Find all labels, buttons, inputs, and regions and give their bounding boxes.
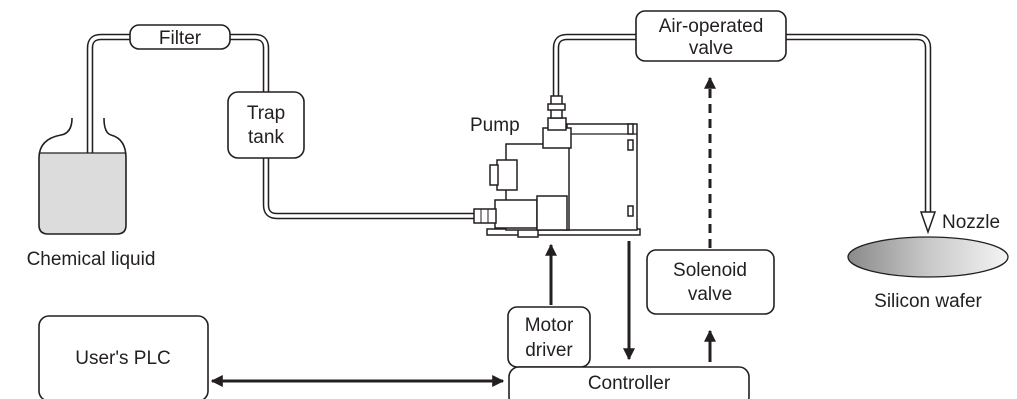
trap-tank-label-line2: tank [248,127,284,148]
trap-tank-box: Trap tank [227,91,305,159]
solenoid-label-line2: valve [688,284,732,305]
motor-driver-label-line1: Motor [525,315,574,336]
pump: Pump [470,95,641,238]
air-valve-label-line2: valve [689,38,733,59]
solenoid-label-line1: Solenoid [673,260,747,281]
pipe-filter-to-trap [230,33,270,92]
motor-driver-label-line2: driver [525,340,573,361]
nozzle: Nozzle [919,211,1000,235]
filter-label: Filter [159,28,202,49]
pipe-liquid-to-filter [86,33,130,222]
air-operated-valve-box: Air-operated valve [635,10,787,62]
pipe-air-valve-to-nozzle [786,33,932,212]
controller-label: Controller [588,373,671,394]
chemical-liquid-label: Chemical liquid [27,249,156,270]
motor-driver-box: Motor driver [507,306,591,368]
air-valve-label-line1: Air-operated [659,16,764,37]
nozzle-label: Nozzle [942,212,1000,233]
pump-label: Pump [470,115,520,136]
solenoid-valve-box: Solenoid valve [646,249,775,315]
trap-tank-label-line1: Trap [247,103,285,124]
filter-box: Filter [129,24,231,50]
chemical-liquid-tank [38,117,127,235]
users-plc-label: User's PLC [75,348,170,369]
controller-box: Controller [508,366,750,399]
silicon-wafer-label: Silicon wafer [874,291,982,312]
pipe-pump-to-air-valve [552,33,636,96]
silicon-wafer: Silicon wafer [847,236,1009,312]
users-plc-box: User's PLC [38,315,209,399]
pipe-trap-to-pump [262,158,474,220]
